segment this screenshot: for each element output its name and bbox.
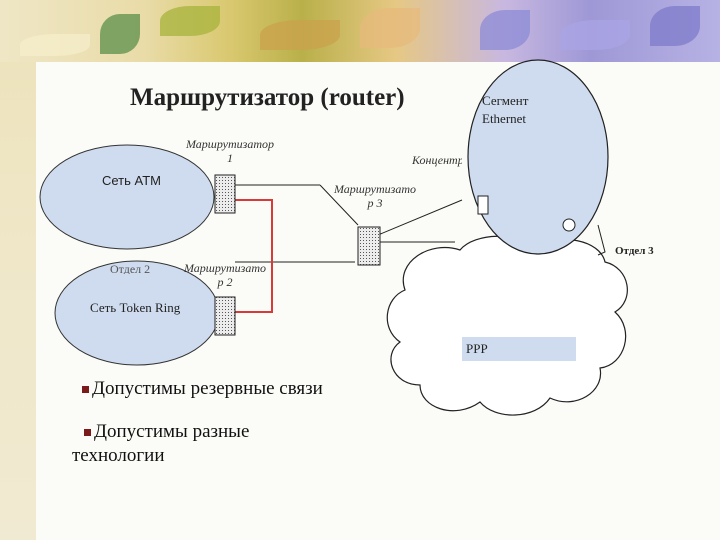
wan-cloud <box>386 235 628 416</box>
redundant-link-r1-r2 <box>235 199 273 313</box>
router-2-box <box>214 296 236 336</box>
bullet-text: Допустимы разные технологии <box>72 421 250 466</box>
router-3-box <box>357 226 381 266</box>
decorative-banner <box>0 0 720 62</box>
atm-network-ellipse <box>39 144 215 250</box>
ppp-label: PPP <box>466 341 488 356</box>
router-2-label-line1: Маршрутизато <box>183 261 267 275</box>
bullet-text: Допустимы резервные связи <box>92 378 323 399</box>
concentrator-box <box>477 195 489 215</box>
link-ethernet-dept3 <box>597 224 606 256</box>
concentrator-node <box>562 218 576 232</box>
banner-leaf-shape <box>480 10 530 50</box>
banner-leaf-shape <box>20 34 90 56</box>
banner-leaf-shape <box>650 6 700 46</box>
bullet-different-technologies: Допустимы разные технологии <box>72 420 292 468</box>
router-3-label: Маршрутизато р 3 <box>325 182 425 210</box>
concentrator-label: Концентратор <box>412 153 462 167</box>
ethernet-label: Сегмент Ethernet <box>482 92 528 128</box>
router-3-label-line1: Маршрутизато <box>333 182 417 196</box>
router-2-label: Маршрутизато р 2 <box>175 261 275 289</box>
ppp-box <box>462 337 576 361</box>
link-r3-ethernet <box>377 199 463 236</box>
bullet-marker <box>82 386 89 394</box>
banner-leaf-shape <box>160 6 220 36</box>
banner-leaf-shape <box>100 14 140 54</box>
router-1-label-line1: Маршрутизатор <box>185 137 275 151</box>
token-ring-network-label: Сеть Token Ring <box>90 300 181 315</box>
hidden-left-label-text: Отдел 2 <box>110 262 151 274</box>
router-1-label: Маршрутизатор 1 <box>180 137 280 165</box>
ethernet-label-line1: Сегмент <box>482 93 529 108</box>
router-3-label-line2: р 3 <box>367 196 383 210</box>
link-r1-r3-diagonal <box>319 184 359 226</box>
ethernet-segment-ellipse <box>467 59 609 255</box>
bullet-redundant-links: Допустимы резервные связи <box>82 377 323 401</box>
hidden-left-label: Отдел 2 <box>110 262 160 274</box>
banner-leaf-shape <box>260 20 340 50</box>
router-1-box <box>214 174 236 214</box>
ethernet-label-line2: Ethernet <box>482 111 527 126</box>
dept3-label: Отдел 3 <box>615 245 654 257</box>
router-2-label-line2: р 2 <box>217 275 233 289</box>
router-1-label-line2: 1 <box>227 151 233 165</box>
concentrator-label-text: Концентратор <box>412 153 462 167</box>
decorative-side-strip <box>0 62 36 540</box>
banner-leaf-shape <box>560 20 630 50</box>
bullet-marker <box>84 429 91 437</box>
banner-leaf-shape <box>360 8 420 48</box>
slide-title: Маршрутизатор (router) <box>130 84 405 111</box>
atm-network-label: Сеть ATM <box>102 173 162 188</box>
